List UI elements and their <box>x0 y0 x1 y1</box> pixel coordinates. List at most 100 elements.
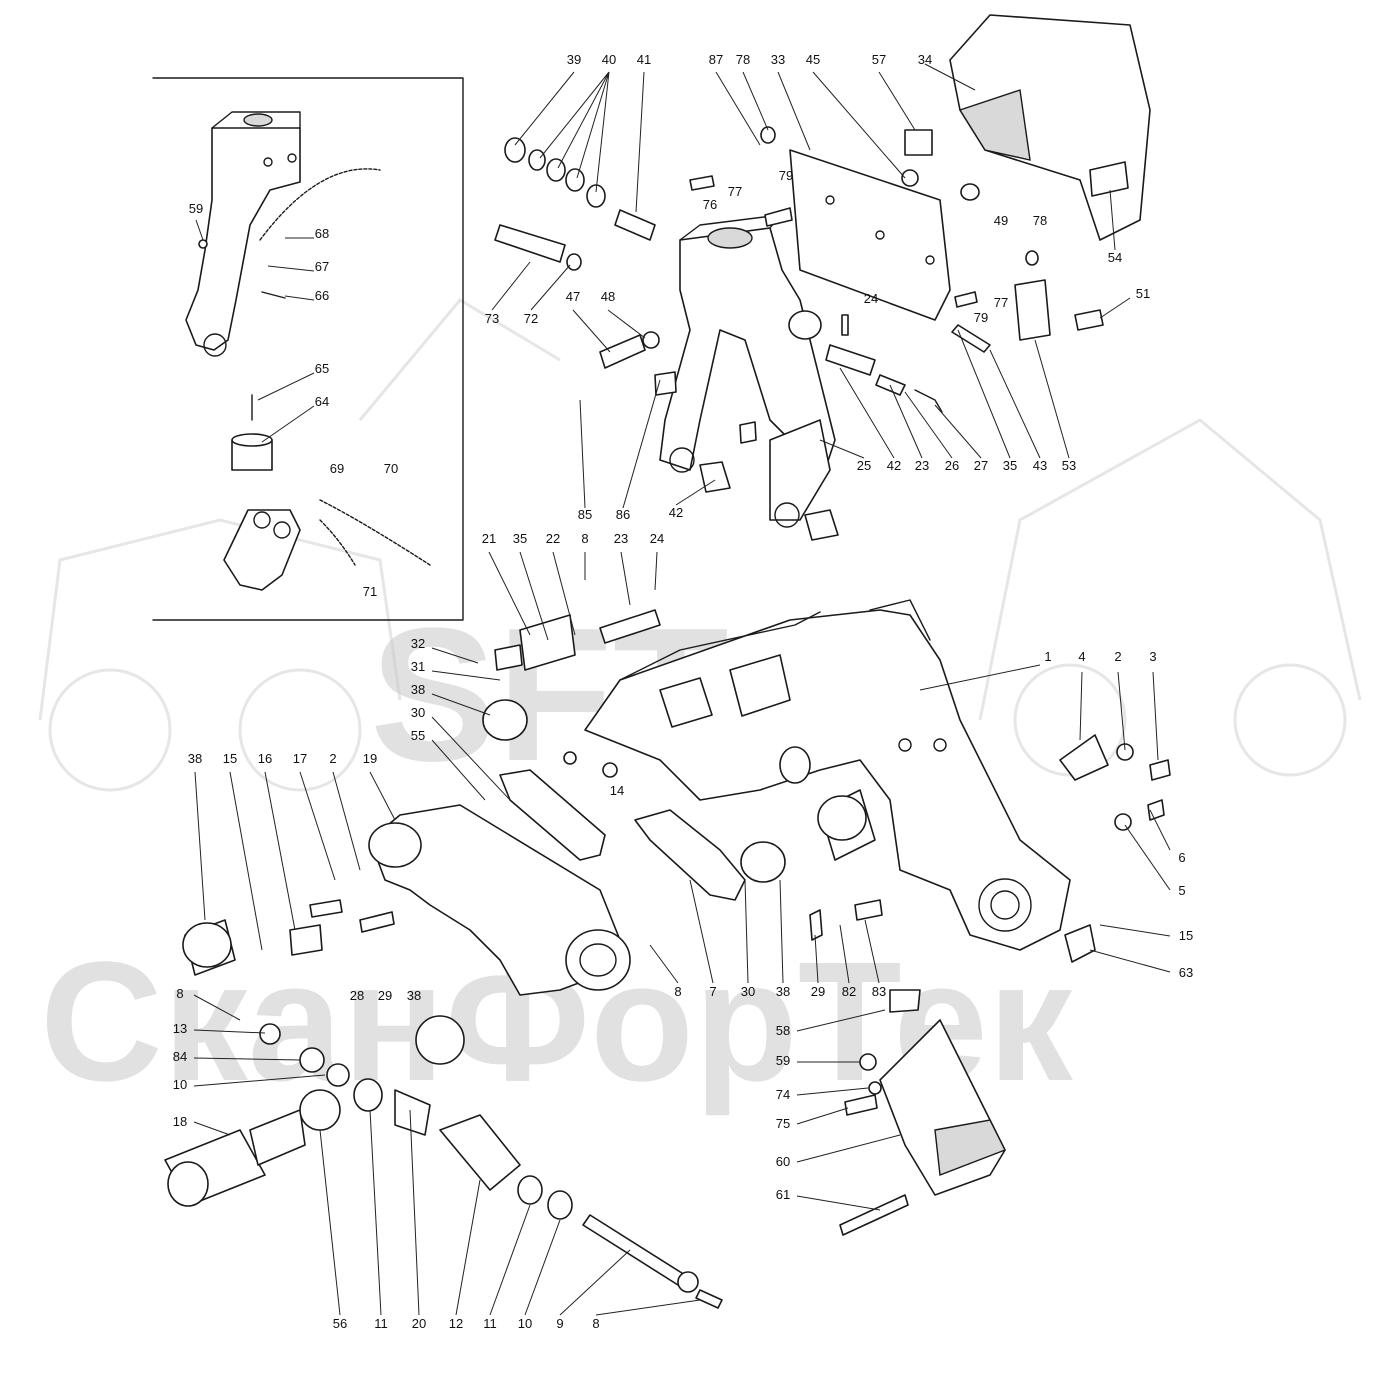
callout-number: 26 <box>945 458 959 473</box>
callout-number: 47 <box>566 289 580 304</box>
callout-number: 23 <box>915 458 929 473</box>
inset-detail <box>152 77 464 621</box>
callout-number: 34 <box>918 52 932 67</box>
callout-number: 10 <box>518 1316 532 1331</box>
callout-number: 64 <box>315 394 329 409</box>
callout-number: 25 <box>857 458 871 473</box>
callout-number: 27 <box>974 458 988 473</box>
callout-number: 28 <box>350 988 364 1003</box>
callout-number: 77 <box>994 295 1008 310</box>
callout-number: 71 <box>363 584 377 599</box>
callout-number: 73 <box>485 311 499 326</box>
callout-number: 59 <box>776 1053 790 1068</box>
callout-number: 54 <box>1108 250 1122 265</box>
callout-number: 19 <box>363 751 377 766</box>
callout-number: 56 <box>333 1316 347 1331</box>
callout-number: 13 <box>173 1021 187 1036</box>
callout-number: 30 <box>741 984 755 999</box>
callout-number: 72 <box>524 311 538 326</box>
lower-frame <box>368 769 746 996</box>
callout-number: 76 <box>703 197 717 212</box>
callout-number: 79 <box>779 168 793 183</box>
callout-number: 2 <box>329 751 336 766</box>
callout-number: 20 <box>412 1316 426 1331</box>
callout-number: 69 <box>330 461 344 476</box>
callout-number: 35 <box>513 531 527 546</box>
upper-small-parts <box>494 126 1104 444</box>
callout-number: 84 <box>173 1049 187 1064</box>
callout-number: 55 <box>411 728 425 743</box>
hood-cover <box>949 14 1151 241</box>
hub-assembly <box>164 1023 723 1309</box>
callout-number: 49 <box>994 213 1008 228</box>
callout-number: 83 <box>872 984 886 999</box>
upper-pivot-bracket <box>659 214 839 541</box>
callout-number: 4 <box>1078 649 1085 664</box>
callout-number: 38 <box>411 682 425 697</box>
callout-number: 43 <box>1033 458 1047 473</box>
callout-number: 8 <box>592 1316 599 1331</box>
callout-number: 23 <box>614 531 628 546</box>
callout-number: 59 <box>189 201 203 216</box>
callout-number: 79 <box>974 310 988 325</box>
callout-number: 2 <box>1114 649 1121 664</box>
callout-number: 18 <box>173 1114 187 1129</box>
callout-number: 82 <box>842 984 856 999</box>
lower-small-parts <box>182 609 1171 1065</box>
callout-number: 31 <box>411 659 425 674</box>
callout-number: 85 <box>578 507 592 522</box>
callout-number: 30 <box>411 705 425 720</box>
callout-number: 24 <box>650 531 664 546</box>
callout-number: 63 <box>1179 965 1193 980</box>
callout-number: 53 <box>1062 458 1076 473</box>
callout-number: 6 <box>1178 850 1185 865</box>
callout-number: 11 <box>483 1316 497 1331</box>
callout-number: 42 <box>887 458 901 473</box>
callout-number: 87 <box>709 52 723 67</box>
callout-number: 24 <box>864 291 878 306</box>
callout-number: 29 <box>811 984 825 999</box>
callout-number: 42 <box>669 505 683 520</box>
callout-number: 41 <box>637 52 651 67</box>
callout-number: 57 <box>872 52 886 67</box>
callout-number: 22 <box>546 531 560 546</box>
callout-number: 33 <box>771 52 785 67</box>
callout-number: 45 <box>806 52 820 67</box>
callout-number: 78 <box>1033 213 1047 228</box>
callout-number: 15 <box>223 751 237 766</box>
callout-number: 21 <box>482 531 496 546</box>
callout-number: 38 <box>407 988 421 1003</box>
callout-number: 12 <box>449 1316 463 1331</box>
callout-number: 75 <box>776 1116 790 1131</box>
callout-number: 8 <box>674 984 681 999</box>
mounting-plate <box>789 149 1051 341</box>
callout-number: 14 <box>610 783 624 798</box>
watermark-tractor-outline <box>38 298 1362 792</box>
callout-number: 32 <box>411 636 425 651</box>
guard-plate <box>839 989 1006 1236</box>
callout-number: 61 <box>776 1187 790 1202</box>
callout-number: 15 <box>1179 928 1193 943</box>
callout-number: 60 <box>776 1154 790 1169</box>
callout-number: 68 <box>315 226 329 241</box>
callout-number: 1 <box>1044 649 1051 664</box>
callout-number: 29 <box>378 988 392 1003</box>
callout-number: 67 <box>315 259 329 274</box>
callout-number: 11 <box>374 1316 388 1331</box>
callout-number: 78 <box>736 52 750 67</box>
callout-number: 51 <box>1136 286 1150 301</box>
callout-number: 66 <box>315 288 329 303</box>
callout-number: 70 <box>384 461 398 476</box>
callout-number: 40 <box>602 52 616 67</box>
callout-number: 5 <box>1178 883 1185 898</box>
callout-number: 16 <box>258 751 272 766</box>
callout-number: 38 <box>776 984 790 999</box>
callout-number: 77 <box>728 184 742 199</box>
callout-number: 86 <box>616 507 630 522</box>
callout-number: 38 <box>188 751 202 766</box>
callout-number: 8 <box>176 986 183 1001</box>
callout-number: 65 <box>315 361 329 376</box>
